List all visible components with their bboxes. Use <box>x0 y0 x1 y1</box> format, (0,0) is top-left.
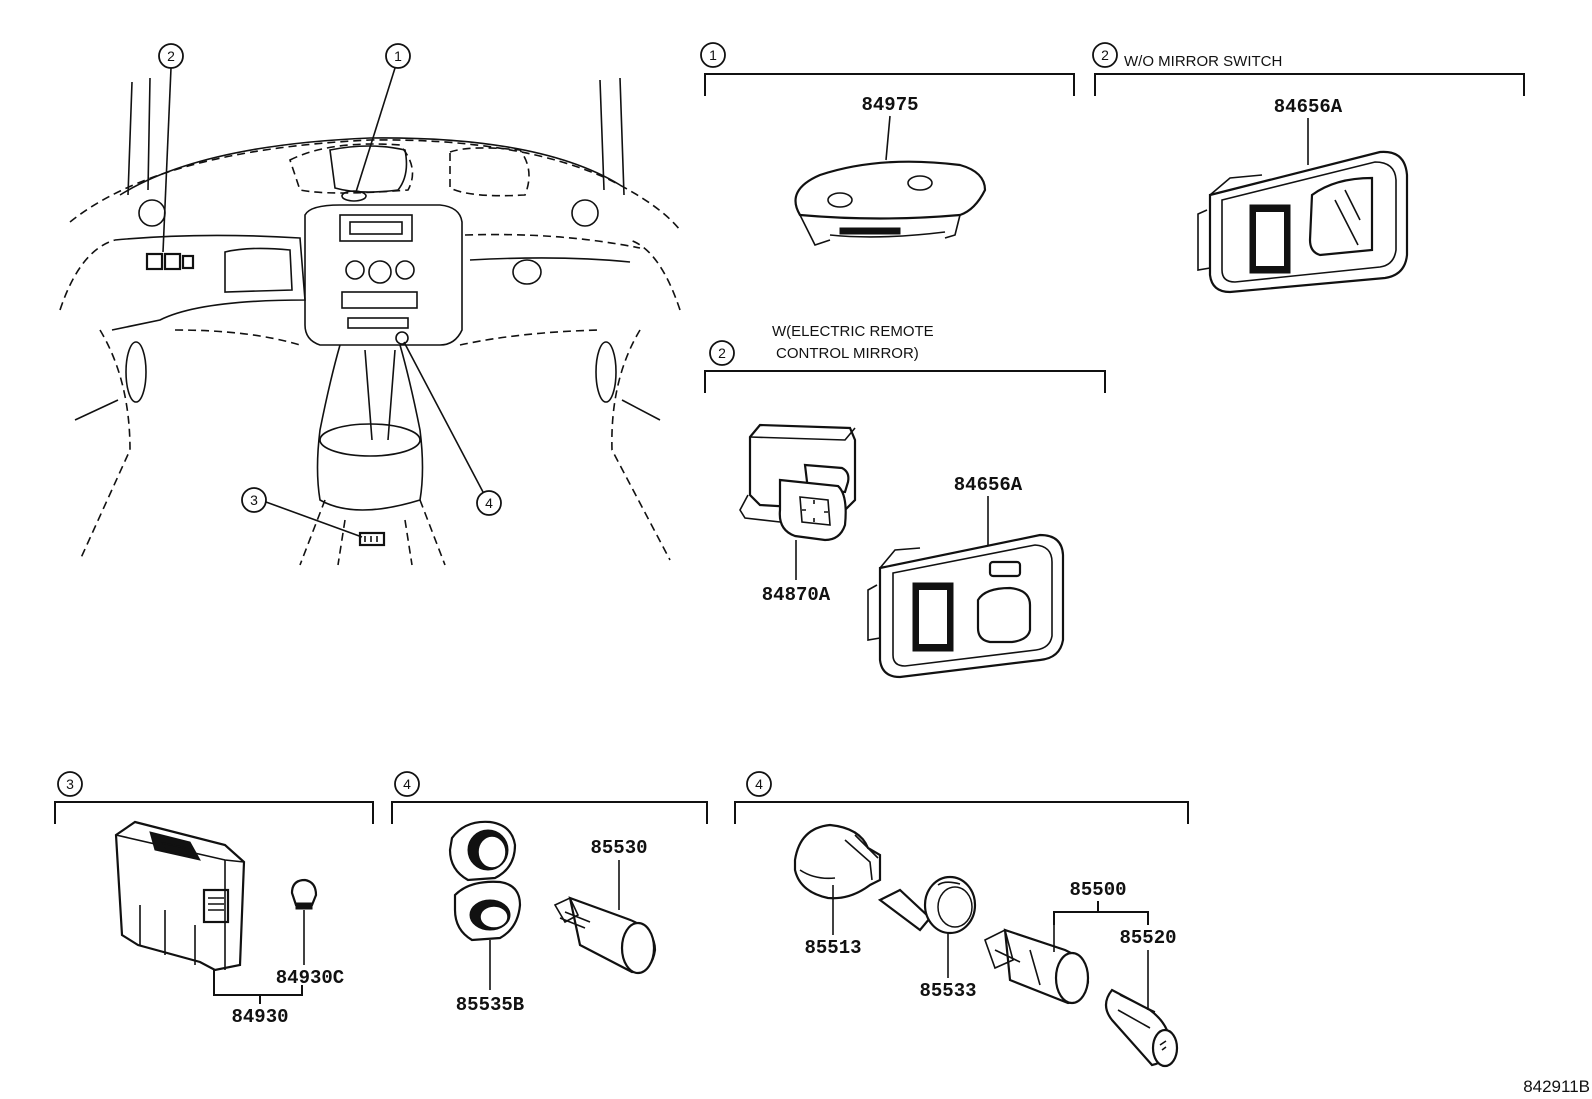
part-85530 <box>553 896 657 975</box>
part-84870a <box>739 423 857 542</box>
section-4-b: 4 85513 85533 85500 <box>734 771 1189 1068</box>
svg-text:1: 1 <box>394 48 402 64</box>
part-number-85533: 85533 <box>919 980 976 1002</box>
part-number-84930: 84930 <box>231 1006 288 1028</box>
part-84975 <box>794 160 987 246</box>
section-1: 1 84975 <box>700 42 1075 246</box>
part-number-85513: 85513 <box>804 937 861 959</box>
svg-text:2: 2 <box>1101 47 1109 63</box>
part-number-85500: 85500 <box>1069 879 1126 901</box>
part-84930c <box>290 878 318 910</box>
part-number-85535b: 85535B <box>456 994 524 1016</box>
callout-2: 2 <box>158 43 184 253</box>
svg-text:3: 3 <box>66 776 74 792</box>
section-2-with-electric-remote-mirror: W(ELECTRIC REMOTE 2 CONTROL MIRROR) 8487… <box>704 323 1106 679</box>
section-2-without-mirror-switch: 2 W/O MIRROR SWITCH 84656A <box>1092 42 1525 294</box>
figure-code: 842911B <box>1523 1077 1590 1096</box>
part-85535b <box>448 820 522 942</box>
section-subtitle-electric-remote-1: W(ELECTRIC REMOTE <box>772 323 934 340</box>
svg-text:2: 2 <box>718 345 726 361</box>
svg-text:4: 4 <box>403 776 411 792</box>
part-85533 <box>877 875 977 935</box>
part-number-84930c: 84930C <box>276 967 344 989</box>
section-subtitle-wo-mirror-switch: W/O MIRROR SWITCH <box>1124 53 1282 70</box>
part-number-85520: 85520 <box>1119 927 1176 949</box>
section-4-a: 4 85535B 85530 <box>391 771 708 1016</box>
part-84656a-top <box>1197 150 1409 294</box>
part-85513 <box>793 823 882 900</box>
callout-4: 4 <box>403 341 502 516</box>
section-subtitle-electric-remote-2: CONTROL MIRROR) <box>776 345 919 362</box>
part-number-84870a: 84870A <box>762 584 831 606</box>
part-84656a-mid <box>867 533 1065 679</box>
svg-text:2: 2 <box>167 48 175 64</box>
part-85500 <box>984 928 1090 1005</box>
part-number-84656a-top: 84656A <box>1274 96 1343 118</box>
callout-1: 1 <box>355 43 411 193</box>
svg-text:4: 4 <box>755 776 763 792</box>
svg-text:4: 4 <box>485 495 493 511</box>
dashboard-overview <box>59 77 681 566</box>
callout-3: 3 <box>241 487 363 538</box>
svg-text:3: 3 <box>250 492 258 508</box>
part-85520 <box>1104 988 1179 1068</box>
part-number-84656a-mid: 84656A <box>954 474 1023 496</box>
section-3: 3 84930C 84930 <box>54 771 374 1028</box>
part-number-84975: 84975 <box>861 94 918 116</box>
part-84930 <box>114 820 246 972</box>
part-number-85530: 85530 <box>590 837 647 859</box>
svg-text:1: 1 <box>709 47 717 63</box>
